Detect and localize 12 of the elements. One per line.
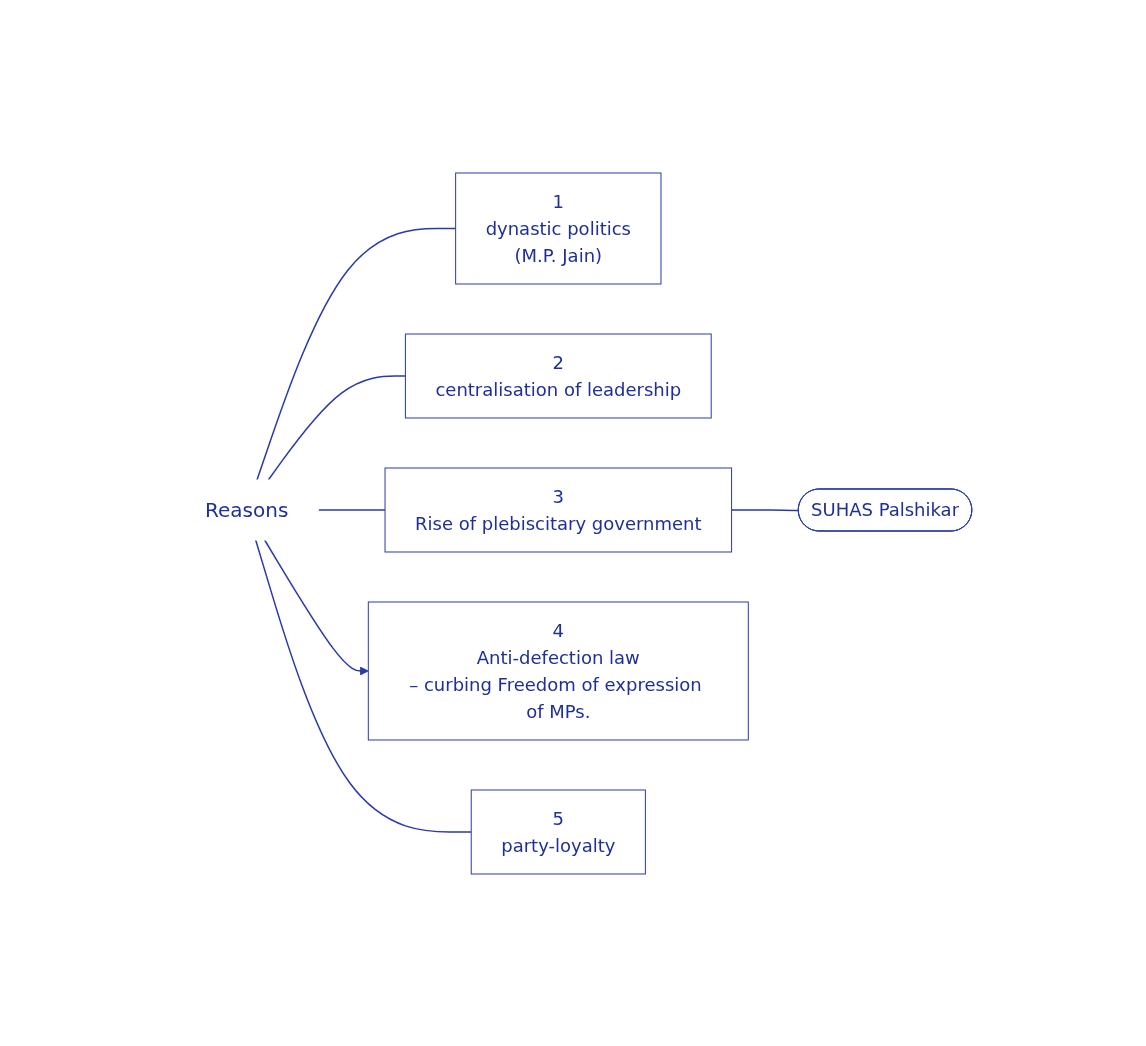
connector (317, 508, 386, 511)
connector (254, 538, 472, 833)
node-box: 4 Anti-defection law – curbing Freedom of expression of MPs. (367, 601, 749, 740)
connector (255, 227, 456, 481)
node-text: Reasons (204, 497, 288, 522)
connector (267, 374, 406, 481)
node-box: 3 Rise of plebiscitary government (384, 467, 732, 552)
node-box: 5 party-loyalty (470, 789, 646, 874)
arrow (263, 538, 369, 675)
node-box: 1 dynastic politics (M.P. Jain) (454, 172, 662, 284)
node-box: 2 centralisation of leadership (404, 333, 712, 418)
connector (730, 508, 800, 511)
